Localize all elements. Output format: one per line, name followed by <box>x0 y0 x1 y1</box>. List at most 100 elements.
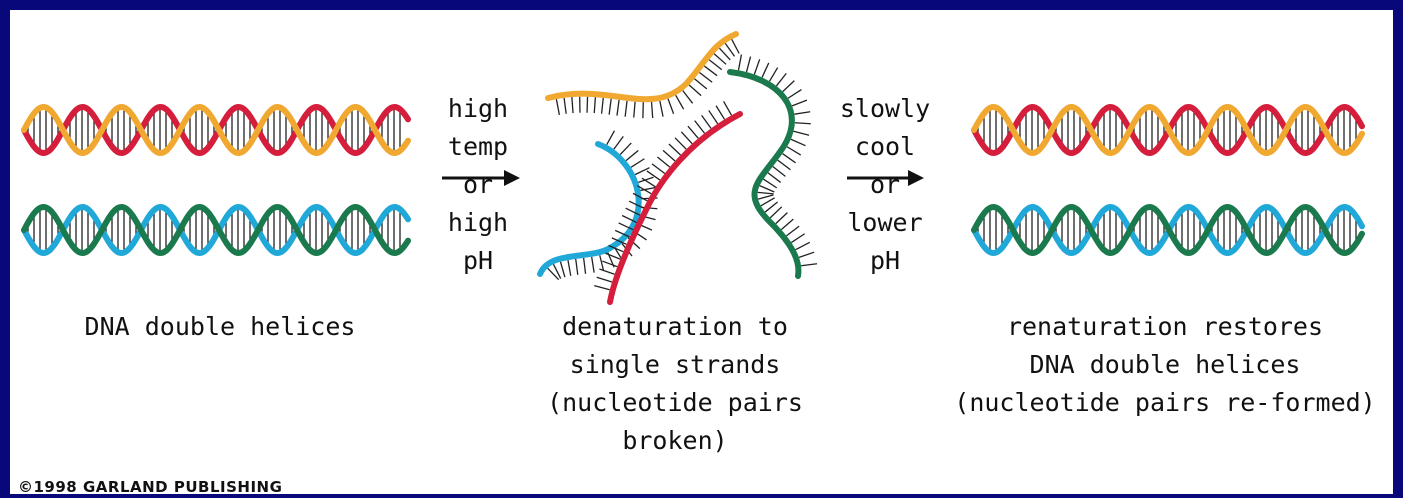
right-caption: renaturation restores DNA double helices… <box>940 308 1390 422</box>
base-tick <box>602 261 617 267</box>
base-tick <box>594 97 595 113</box>
base-tick <box>792 100 807 106</box>
single-strand <box>548 34 736 99</box>
base-tick <box>631 159 644 168</box>
base-tick <box>626 150 638 160</box>
base-tick <box>689 85 701 96</box>
base-tick <box>762 63 769 78</box>
base-tick <box>638 177 653 182</box>
base-tick <box>576 259 578 275</box>
base-tick <box>663 150 675 161</box>
right-caption-line: (nucleotide pairs re-formed) <box>940 384 1390 422</box>
base-tick <box>786 226 799 236</box>
base-tick <box>614 136 624 149</box>
base-tick <box>799 252 814 257</box>
base-tick <box>676 95 684 109</box>
helix-left-top <box>24 107 408 153</box>
base-tick <box>746 57 750 72</box>
step2-line: slowly <box>830 90 940 128</box>
middle-caption-line: single strands <box>540 346 810 384</box>
base-tick <box>778 160 791 170</box>
left-caption-line: DNA double helices <box>50 308 390 346</box>
helix-right-bottom <box>974 207 1362 253</box>
base-tick <box>592 257 594 273</box>
single-strands <box>540 34 817 302</box>
base-tick <box>675 138 686 149</box>
base-tick <box>660 101 663 117</box>
base-tick <box>602 98 604 114</box>
base-tick <box>695 121 705 134</box>
base-tick <box>801 264 817 266</box>
base-tick <box>732 39 739 53</box>
middle-caption-line: denaturation to <box>540 308 810 346</box>
base-tick <box>709 110 718 123</box>
base-tick <box>699 72 712 82</box>
base-tick <box>599 269 614 274</box>
base-tick <box>791 139 806 145</box>
base-tick <box>587 97 588 113</box>
base-tick <box>564 98 566 114</box>
base-tick <box>791 234 804 243</box>
base-tick <box>758 192 774 194</box>
base-tick <box>683 91 693 104</box>
base-tick <box>788 90 801 99</box>
base-tick <box>668 99 674 114</box>
base-tick <box>572 97 573 113</box>
base-tick <box>553 264 560 278</box>
base-tick <box>594 286 609 290</box>
base-tick <box>617 100 619 116</box>
base-tick <box>714 54 726 65</box>
base-tick <box>709 60 722 70</box>
base-tick <box>620 143 631 155</box>
base-tick <box>688 126 698 138</box>
step2-conditions: slowly cool or lower pH <box>830 90 940 280</box>
base-tick <box>560 262 564 277</box>
base-tick <box>783 81 795 92</box>
step1-line: high <box>438 90 518 128</box>
step1-line: pH <box>438 242 518 280</box>
base-tick <box>597 277 612 282</box>
left-caption: DNA double helices <box>50 308 390 346</box>
step2-line: or <box>830 166 940 204</box>
base-tick <box>768 173 781 183</box>
step1-line: or <box>438 166 518 204</box>
base-tick <box>652 102 653 118</box>
single-strand <box>610 114 740 302</box>
step1-conditions: high temp or high pH <box>438 90 518 280</box>
middle-caption: denaturation to single strands (nucleoti… <box>540 308 810 460</box>
base-tick <box>556 99 559 115</box>
step2-line: pH <box>830 242 940 280</box>
base-tick <box>725 43 734 56</box>
base-tick <box>763 179 776 188</box>
base-tick <box>568 260 571 276</box>
diagram-frame: high temp or high pH slowly cool or lowe… <box>10 10 1393 494</box>
base-tick <box>776 73 786 86</box>
single-strand <box>730 72 798 276</box>
step2-line: cool <box>830 128 940 166</box>
base-tick <box>776 213 788 224</box>
right-caption-line: DNA double helices <box>940 346 1390 384</box>
base-tick <box>794 112 810 114</box>
base-tick <box>704 66 717 76</box>
step1-line: temp <box>438 128 518 166</box>
base-tick <box>761 198 775 206</box>
base-tick <box>765 202 777 212</box>
helix-right-top <box>974 107 1362 153</box>
base-tick <box>769 68 777 82</box>
base-tick <box>609 99 611 115</box>
base-tick <box>796 242 810 249</box>
base-tick <box>754 59 759 74</box>
base-tick <box>787 147 801 155</box>
base-tick <box>652 164 665 174</box>
middle-caption-line: (nucleotide pairs <box>540 384 810 422</box>
base-tick <box>794 131 809 135</box>
base-tick <box>719 48 730 60</box>
base-tick <box>760 186 775 192</box>
base-tick <box>795 123 811 124</box>
base-tick <box>716 106 724 120</box>
base-tick <box>724 101 732 115</box>
right-caption-line: renaturation restores <box>940 308 1390 346</box>
middle-caption-line: broken) <box>540 422 810 460</box>
step2-line: lower <box>830 204 940 242</box>
base-tick <box>681 132 692 144</box>
